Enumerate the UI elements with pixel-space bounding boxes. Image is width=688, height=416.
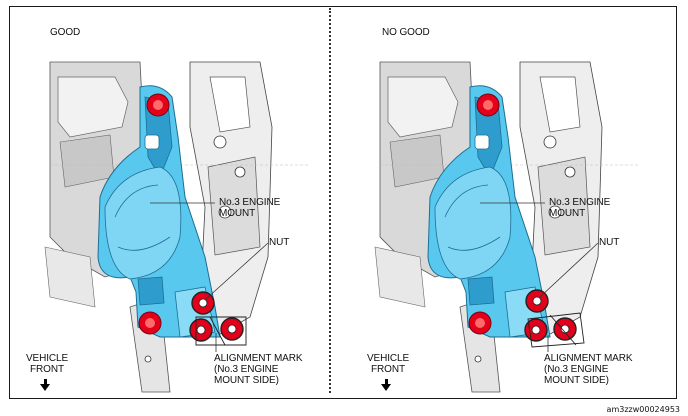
front-arrow-icon [40, 384, 50, 391]
alignment-mark [195, 316, 247, 346]
engine-mount-label: No.3 ENGINE MOUNT [549, 197, 611, 219]
panel-heading: NO GOOD [382, 27, 430, 38]
nut-group [524, 289, 577, 342]
small-hole [144, 355, 152, 363]
panel-good: GOOD No.3 ENGINE MOUNT NUT ALIGNMENT MAR… [10, 7, 330, 397]
engine-mount-bracket [427, 85, 551, 338]
front-arrow-stem [44, 379, 47, 384]
vehicle-front-label: VEHICLE FRONT [366, 353, 410, 375]
bolt-bottom [468, 311, 492, 335]
engine-mount-bracket [97, 85, 221, 338]
leader-nut [205, 242, 269, 300]
panel-divider [329, 8, 331, 393]
engine-body [44, 61, 310, 393]
engine-mount-label: No.3 ENGINE MOUNT [219, 197, 281, 219]
good-illustration [44, 61, 310, 393]
vehicle-front-label: VEHICLE FRONT [25, 353, 69, 375]
nut-label: NUT [599, 237, 620, 248]
nut-group [189, 291, 244, 342]
diagram-frame [9, 6, 677, 399]
leader-nut [539, 242, 599, 298]
alignment-mark [527, 312, 585, 348]
bolt-bottom [138, 311, 162, 335]
panel-no-good: NO GOOD No.3 ENGINE MOUNT NUT ALIGNMENT … [340, 7, 660, 397]
figure-id: am3zzw00024953 [606, 405, 680, 414]
alignment-mark-label: ALIGNMENT MARK (No.3 ENGINE MOUNT SIDE) [544, 353, 633, 386]
front-arrow-stem [385, 379, 388, 384]
front-arrow-icon [381, 384, 391, 391]
small-hole [474, 355, 482, 363]
bolt-top [476, 93, 500, 117]
panel-heading: GOOD [50, 27, 81, 38]
nut-label: NUT [269, 237, 290, 248]
alignment-mark-label: ALIGNMENT MARK (No.3 ENGINE MOUNT SIDE) [214, 353, 303, 386]
no-good-illustration [374, 61, 640, 393]
bolt-top [146, 93, 170, 117]
